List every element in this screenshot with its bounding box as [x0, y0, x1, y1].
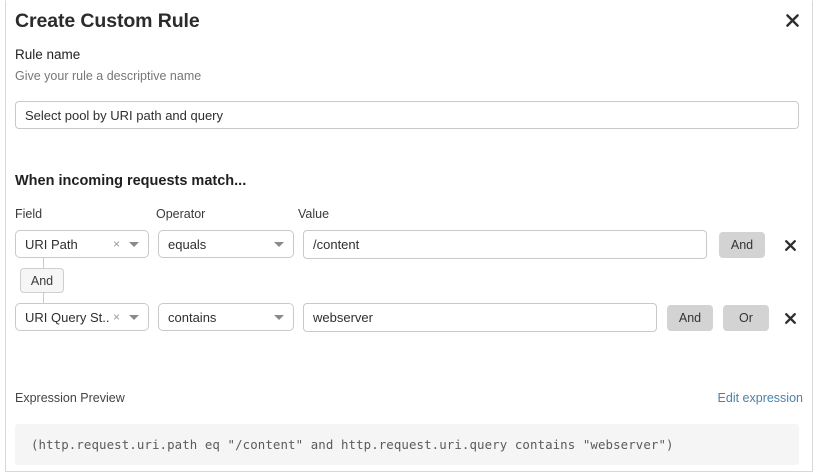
chevron-down-icon: [129, 241, 139, 247]
group-and-badge[interactable]: And: [20, 268, 64, 293]
chevron-down-icon: [129, 314, 139, 320]
column-header-operator: Operator: [156, 207, 206, 221]
clear-icon[interactable]: ×: [112, 310, 120, 324]
column-header-field: Field: [15, 207, 43, 221]
chevron-down-icon: [274, 314, 284, 320]
create-custom-rule-dialog: Create Custom Rule Rule name Give your r…: [5, 0, 813, 472]
operator-select-row-2-value: contains: [168, 309, 217, 325]
dialog-title: Create Custom Rule: [15, 10, 200, 32]
rule-name-hint: Give your rule a descriptive name: [15, 69, 202, 83]
chevron-down-icon: [274, 241, 284, 247]
value-input-row-2[interactable]: [303, 303, 657, 332]
column-header-value: Value: [298, 207, 330, 221]
or-button-row-2[interactable]: Or: [723, 305, 769, 331]
expression-preview-text: (http.request.uri.path eq "/content" and…: [31, 437, 674, 452]
operator-select-row-1-value: equals: [168, 236, 207, 252]
operator-select-row-2[interactable]: contains: [158, 303, 294, 331]
delete-row-1-icon[interactable]: [780, 235, 800, 255]
field-select-row-1-value: URI Path: [25, 236, 78, 252]
field-select-row-2[interactable]: URI Query St... ×: [15, 303, 149, 331]
group-connector-line-top: [43, 258, 44, 269]
edit-expression-link[interactable]: Edit expression: [717, 391, 803, 405]
conditions-heading: When incoming requests match...: [15, 173, 247, 189]
close-icon[interactable]: [780, 8, 804, 32]
and-button-row-2[interactable]: And: [667, 305, 713, 331]
field-select-row-1[interactable]: URI Path ×: [15, 230, 149, 258]
value-input-row-1[interactable]: [303, 230, 707, 259]
expression-preview-label: Expression Preview: [15, 391, 125, 405]
clear-icon[interactable]: ×: [112, 237, 120, 251]
delete-row-2-icon[interactable]: [780, 308, 800, 328]
field-select-row-2-value: URI Query St...: [25, 309, 109, 325]
and-button-row-1[interactable]: And: [719, 232, 765, 258]
operator-select-row-1[interactable]: equals: [158, 230, 294, 258]
rule-name-input[interactable]: [15, 101, 799, 129]
group-connector-line-bottom: [43, 292, 44, 303]
rule-name-label: Rule name: [15, 47, 81, 62]
expression-preview-box: (http.request.uri.path eq "/content" and…: [15, 424, 799, 465]
